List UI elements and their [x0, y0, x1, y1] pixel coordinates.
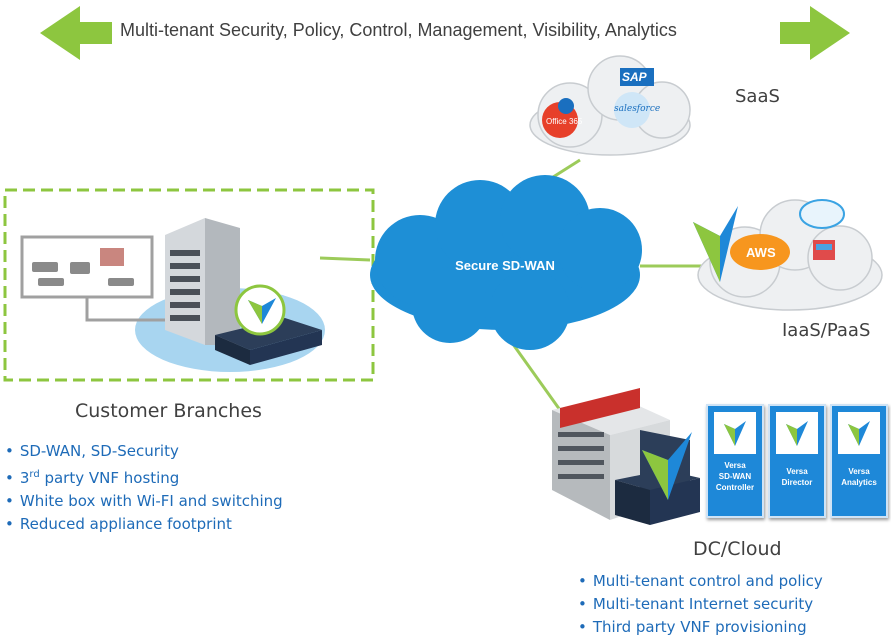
customer-branches-label: Customer Branches [75, 400, 262, 422]
versa-box-line: Analytics [841, 478, 877, 487]
list-item: Multi-tenant control and policy [578, 570, 823, 593]
right-arrow-icon [780, 6, 850, 60]
versa-controller-box: Versa SD-WAN Controller [706, 404, 764, 518]
versa-box-line: Versa [848, 467, 870, 476]
branch-illustration [20, 218, 325, 372]
sap-logo: SAP [622, 70, 647, 84]
salesforce-logo: salesforce [614, 104, 661, 114]
list-item: Third party VNF provisioning [578, 616, 823, 639]
sdwan-cloud-shape [370, 175, 642, 350]
list-item: SD-WAN, SD-Security [5, 440, 283, 463]
dc-illustration [552, 388, 700, 525]
list-item: Reduced appliance footprint [5, 513, 283, 536]
aws-logo: AWS [746, 245, 776, 260]
versa-logo-icon [838, 412, 880, 454]
saas-logos [542, 68, 654, 138]
sdwan-cloud-label: Secure SD-WAN [455, 258, 555, 273]
versa-director-box: Versa Director [768, 404, 826, 518]
saas-label: SaaS [735, 86, 780, 107]
versa-analytics-box: Versa Analytics [830, 404, 888, 518]
versa-box-line: Versa [724, 461, 746, 470]
versa-logo-icon [714, 412, 756, 454]
versa-box-line: Director [781, 478, 813, 487]
versa-box-line: Controller [715, 483, 755, 492]
dc-cloud-label: DC/Cloud [693, 538, 782, 560]
branch-dashed-box [3, 188, 375, 382]
versa-box-line: SD-WAN [718, 472, 752, 481]
versa-box-line: Versa [786, 467, 808, 476]
list-item: 3rd party VNF hosting [5, 463, 283, 490]
office365-logo: Office 365 [546, 117, 583, 126]
list-item: White box with Wi-FI and switching [5, 490, 283, 513]
versa-logo-icon [776, 412, 818, 454]
iaas-paas-label: IaaS/PaaS [782, 320, 871, 341]
left-arrow-icon [40, 6, 112, 60]
banner-title: Multi-tenant Security, Policy, Control, … [120, 20, 677, 40]
list-item: Multi-tenant Internet security [578, 593, 823, 616]
branch-bullet-list: SD-WAN, SD-Security 3rd party VNF hostin… [5, 440, 283, 536]
iaas-logos [693, 199, 845, 282]
dc-bullet-list: Multi-tenant control and policy Multi-te… [578, 570, 823, 639]
